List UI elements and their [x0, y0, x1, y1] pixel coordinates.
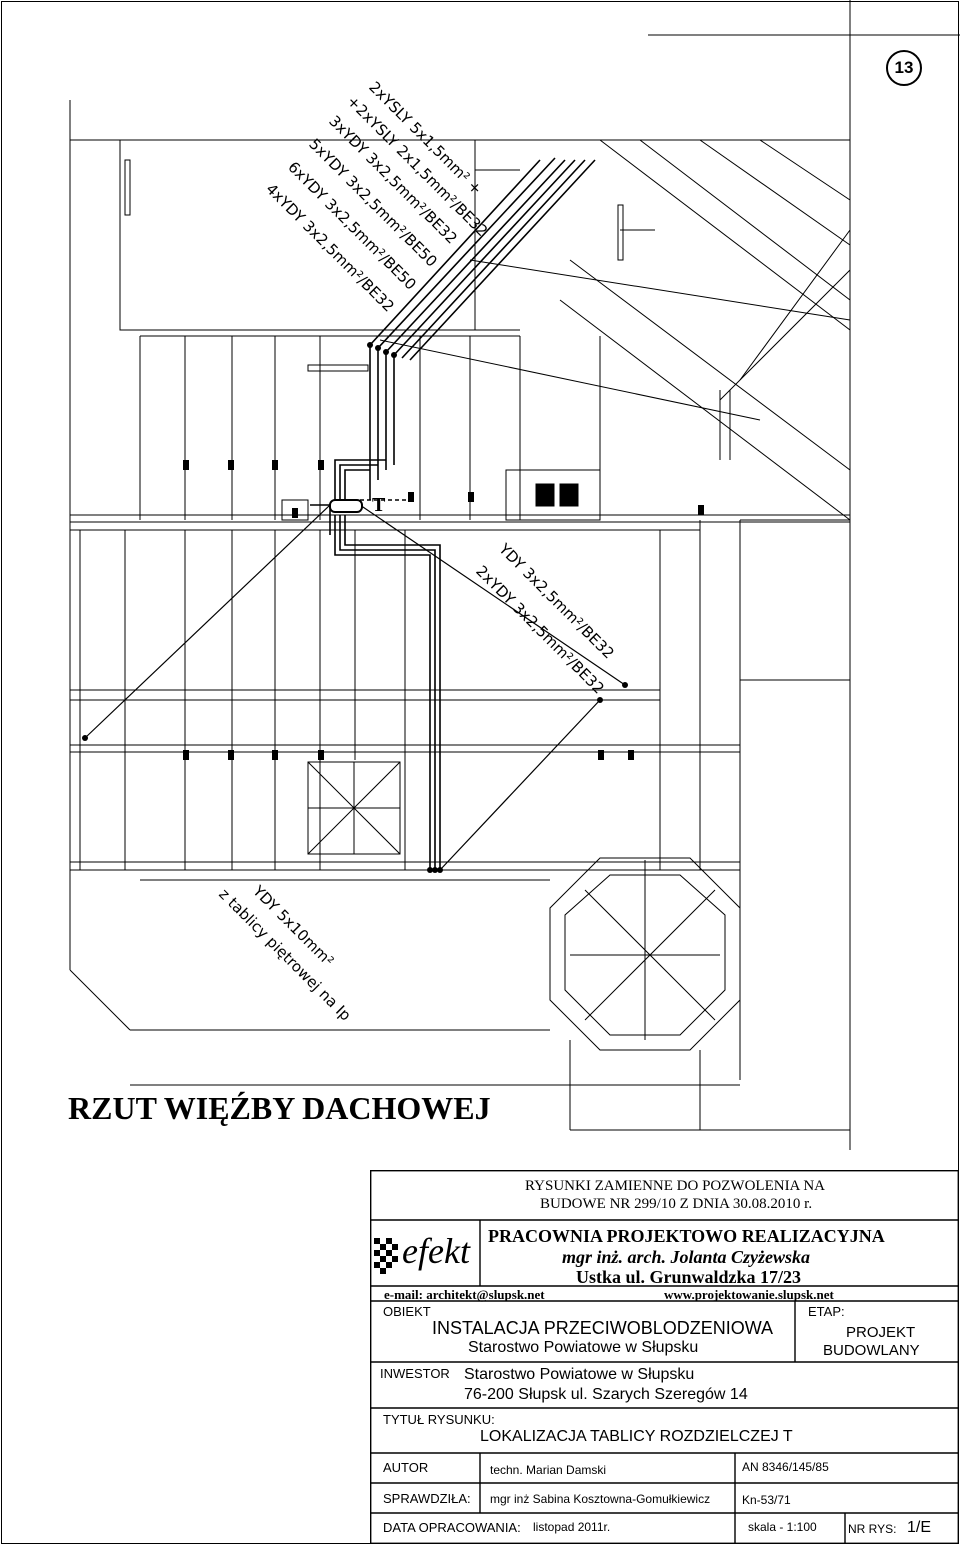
checker-license: Kn-53/71: [742, 1493, 791, 1507]
efekt-logo-text: efekt: [402, 1231, 470, 1271]
checker-label: SPRAWDZIŁA:: [383, 1491, 471, 1506]
notice-line-1: RYSUNKI ZAMIENNE DO POZWOLENIA NA: [525, 1178, 825, 1194]
sheet-label: NR RYS:: [848, 1522, 897, 1536]
drawing-title: RZUT WIĘŹBY DACHOWEJ: [68, 1090, 491, 1126]
author-value: techn. Marian Damski: [490, 1463, 607, 1477]
firm-address: Ustka ul. Grunwaldzka 17/23: [576, 1267, 802, 1287]
drawing-title-label: TYTUŁ RYSUNKU:: [383, 1412, 495, 1427]
date-label: DATA OPRACOWANIA:: [383, 1520, 521, 1535]
stage-line-2: BUDOWLANY: [823, 1342, 920, 1359]
author-label: AUTOR: [383, 1460, 429, 1475]
title-block-grid: [370, 1170, 959, 1544]
notice-line-2: BUDOWE NR 299/10 Z DNIA 30.08.2010 r.: [540, 1196, 813, 1212]
stage-line-1: PROJEKT: [846, 1324, 916, 1341]
investor-line-2: 76-200 Słupsk ul. Szarych Szeregów 14: [464, 1386, 748, 1403]
sheet-number-badge: 13: [886, 50, 922, 86]
firm-name: PRACOWNIA PROJEKTOWO REALIZACYJNA: [488, 1226, 885, 1246]
firm-person: mgr inż. arch. Jolanta Czyżewska: [562, 1247, 811, 1267]
firm-website: www.projektowanie.slupsk.net: [664, 1287, 834, 1302]
object-label: OBIEKT: [383, 1304, 431, 1319]
stage-label: ETAP:: [808, 1304, 845, 1319]
sheet-value: 1/E: [907, 1519, 932, 1536]
scale-value: skala - 1:100: [748, 1520, 817, 1534]
investor-line-1: Starostwo Powiatowe w Słupsku: [464, 1366, 695, 1383]
drawing-title-value: LOKALIZACJA TABLICY ROZDZIELCZEJ T: [480, 1428, 793, 1445]
firm-email: e-mail: architekt@slupsk.net: [384, 1287, 545, 1302]
object-line-2: Starostwo Powiatowe w Słupsku: [468, 1339, 699, 1356]
object-line-1: INSTALACJA PRZECIWOBLODZENIOWA: [432, 1318, 774, 1338]
author-license: AN 8346/145/85: [742, 1460, 829, 1474]
investor-label: INWESTOR: [380, 1366, 450, 1381]
panel-marker: T: [372, 494, 386, 516]
title-block: RYSUNKI ZAMIENNE DO POZWOLENIA NA BUDOWE…: [370, 1170, 959, 1544]
checker-value: mgr inż Sabina Kosztowna-Gomułkiewicz: [490, 1492, 711, 1506]
date-value: listopad 2011r.: [533, 1520, 611, 1534]
efekt-logo-icon: [374, 1238, 398, 1274]
